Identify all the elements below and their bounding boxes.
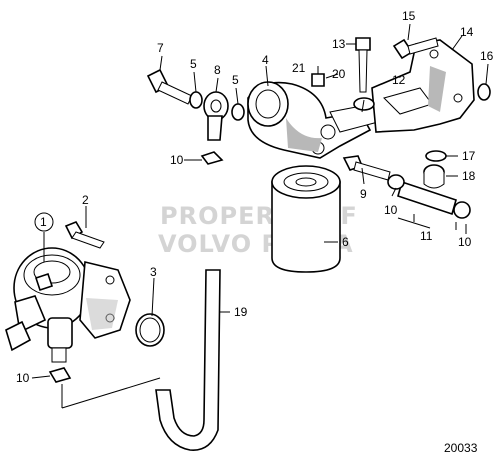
bolt-2 — [64, 221, 105, 249]
callout-6: 6 — [342, 235, 349, 249]
callout-19: 19 — [234, 305, 248, 319]
hose-11 — [387, 174, 471, 219]
washer-17 — [425, 150, 447, 162]
callout-1-circle — [34, 212, 54, 232]
callout-7: 7 — [157, 41, 164, 55]
callout-8: 8 — [214, 63, 221, 77]
callout-17: 17 — [462, 149, 476, 163]
callout-20: 20 — [332, 67, 346, 81]
hose-19 — [155, 269, 221, 451]
callout-18: 18 — [462, 169, 476, 183]
callout-4: 4 — [262, 53, 269, 67]
drawing-number: 20033 — [444, 441, 478, 455]
callout-1: 1 — [40, 215, 47, 229]
bolt-15 — [392, 37, 439, 60]
callout-2: 2 — [82, 193, 89, 207]
callout-10c: 10 — [384, 203, 398, 217]
washer-5a — [189, 91, 203, 109]
callout-10b: 10 — [16, 371, 30, 385]
banjo-bolt-7 — [146, 68, 193, 105]
callouts: 1 2 3 4 5 5 6 7 8 9 10 10 10 10 11 12 13… — [16, 9, 494, 385]
clip-10a — [200, 151, 224, 165]
bleed-screw-21 — [311, 73, 325, 87]
callout-15: 15 — [402, 9, 416, 23]
callout-13: 13 — [332, 37, 346, 51]
fuel-filter — [271, 165, 341, 273]
callout-5a: 5 — [190, 57, 197, 71]
leader-lines — [31, 23, 489, 409]
bracket-14 — [371, 39, 475, 133]
callout-12: 12 — [392, 73, 406, 87]
union-9 — [342, 155, 391, 181]
callout-10d: 10 — [458, 235, 472, 249]
callout-21: 21 — [292, 61, 306, 75]
fuel-pump — [5, 247, 131, 363]
bolt-13 — [355, 37, 371, 93]
callout-5b: 5 — [232, 73, 239, 87]
spacer-18 — [423, 164, 445, 189]
clip-10b — [48, 367, 72, 383]
washer-16 — [477, 83, 491, 101]
filter-head — [247, 81, 379, 159]
banjo-8 — [203, 91, 229, 141]
callout-10a: 10 — [170, 153, 184, 167]
washer-5b — [231, 103, 245, 121]
callout-11: 11 — [420, 229, 433, 243]
callout-14: 14 — [460, 25, 474, 39]
callout-9: 9 — [360, 187, 367, 201]
callout-3: 3 — [150, 265, 157, 279]
washer-12 — [353, 97, 375, 111]
callout-16: 16 — [480, 49, 494, 63]
